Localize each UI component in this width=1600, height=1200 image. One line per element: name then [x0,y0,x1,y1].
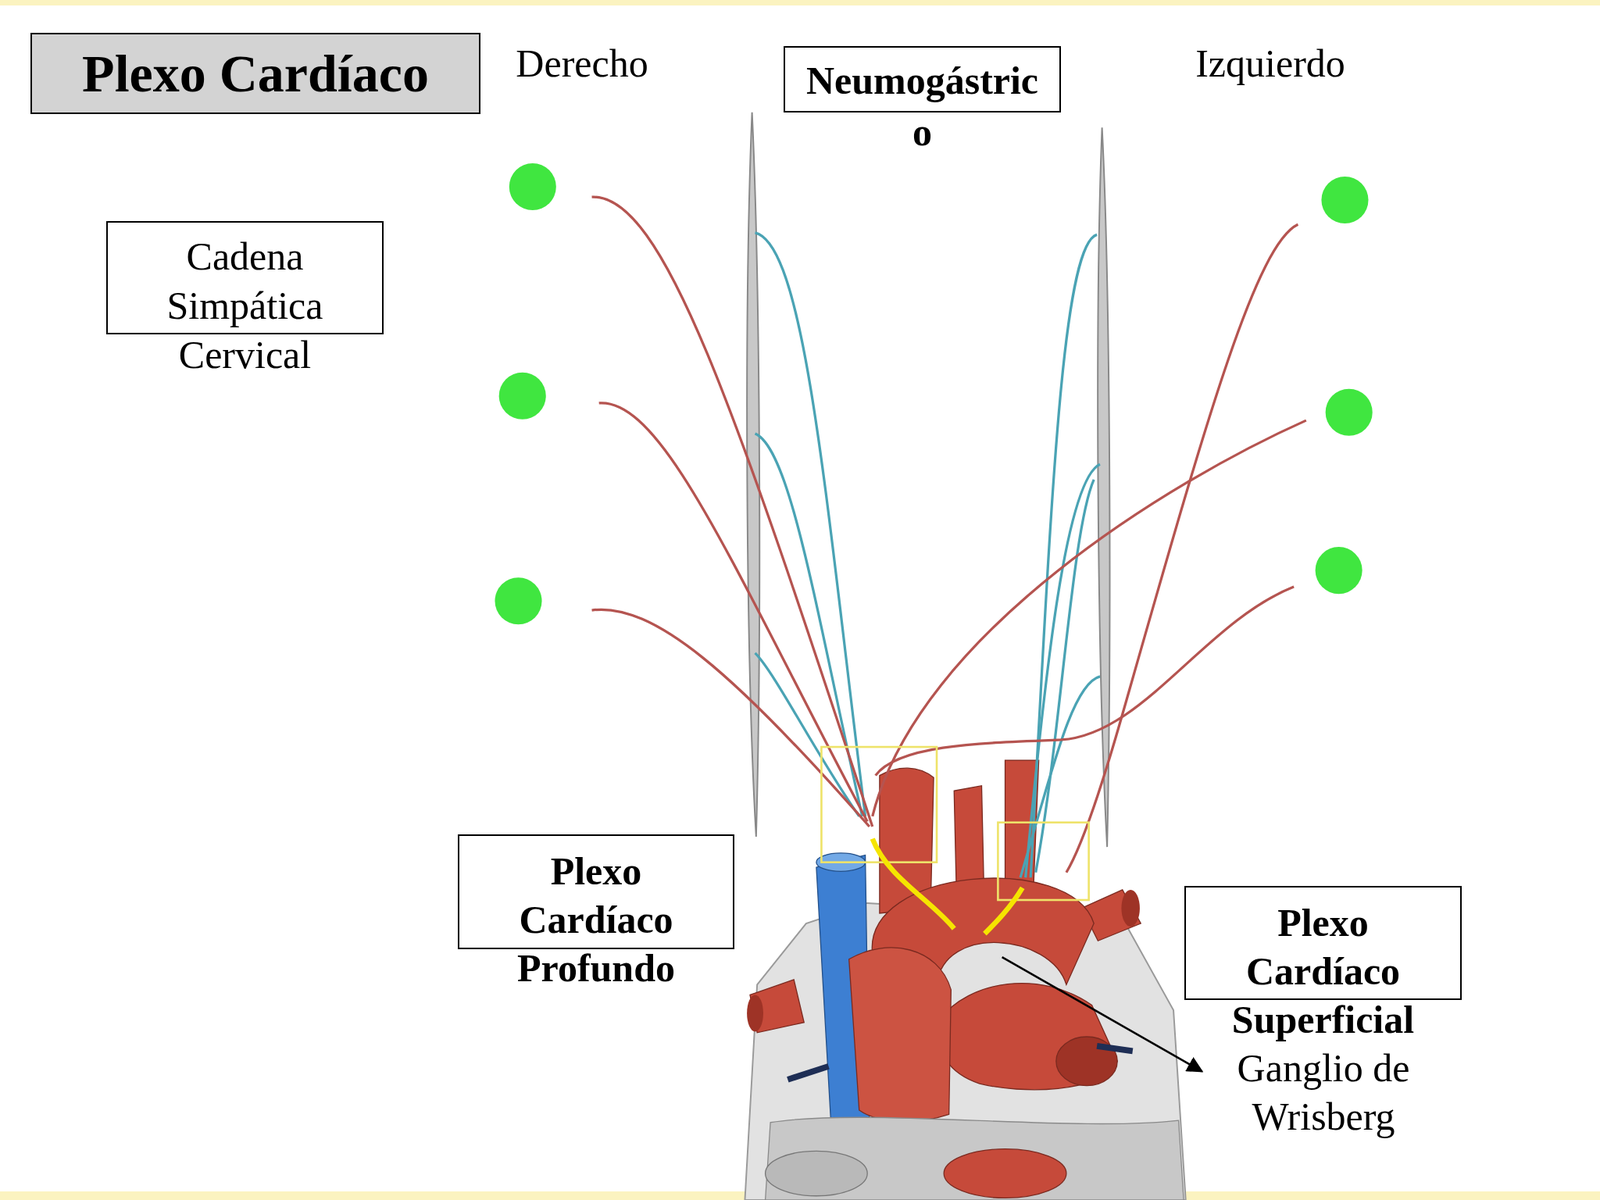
vessel-opening [1056,1036,1118,1086]
ganglion [1325,389,1373,436]
vagal-branch [1025,464,1100,878]
sympathetic-branch [592,196,873,827]
vessel-opening [943,1149,1067,1199]
plexus-label-box: Plexo Cardíaco Superficial [1184,885,1462,1000]
heart-base [765,1117,1185,1200]
sympathetic-branch [599,403,868,822]
sympathetic-branch [875,586,1295,776]
sympathetic-branches [592,196,1307,873]
title-box: Plexo Cardíaco [30,32,481,115]
ganglion [499,372,547,420]
vagal-branches [755,232,1100,878]
vagal-branch [755,653,860,817]
ganglion [509,163,557,211]
ganglia [494,163,1372,625]
vessel-opening [1121,889,1140,927]
vessel-opening [746,994,764,1032]
sympathetic-branch [592,609,870,827]
node-text: Neumogástric o [797,54,1048,158]
plexus-frame [821,746,937,863]
plexus-frame [997,822,1089,900]
valve [765,1150,868,1196]
ganglion [1315,546,1363,594]
node-text: Plexo Cardíaco Profundo [486,846,706,993]
black-mark [787,1066,829,1080]
plexus-fiber [984,887,1022,934]
sympathetic-branch [1066,224,1298,872]
plexus-fiber [872,839,954,929]
node-text: Plexo Cardíaco Superficial [1214,898,1433,1044]
vagal-branch [1035,479,1094,873]
ascending-aorta [849,947,952,1122]
ganglion [494,577,542,625]
diagram-title: Plexo Cardíaco [32,34,479,113]
heart-figure [744,760,1186,1200]
side-label: Izquierdo [1153,39,1388,88]
leader-arrow [1002,957,1203,1072]
frame-band [0,0,1600,6]
pulmonary-trunk [937,983,1118,1090]
ganglion [1321,176,1368,224]
node-text: Cadena Simpática Cervical [135,232,355,380]
black-mark [1096,1046,1133,1052]
side-label: Derecho [464,39,700,88]
vagus-nerve [1097,127,1110,847]
plexus-label-box: Plexo Cardíaco Profundo [457,834,735,950]
chain-label-box: Cadena Simpática Cervical [106,221,384,335]
nerve-label-box: Neumogástric o [783,46,1061,113]
ganglion-label: Ganglio de Wrisberg [1210,1043,1437,1141]
